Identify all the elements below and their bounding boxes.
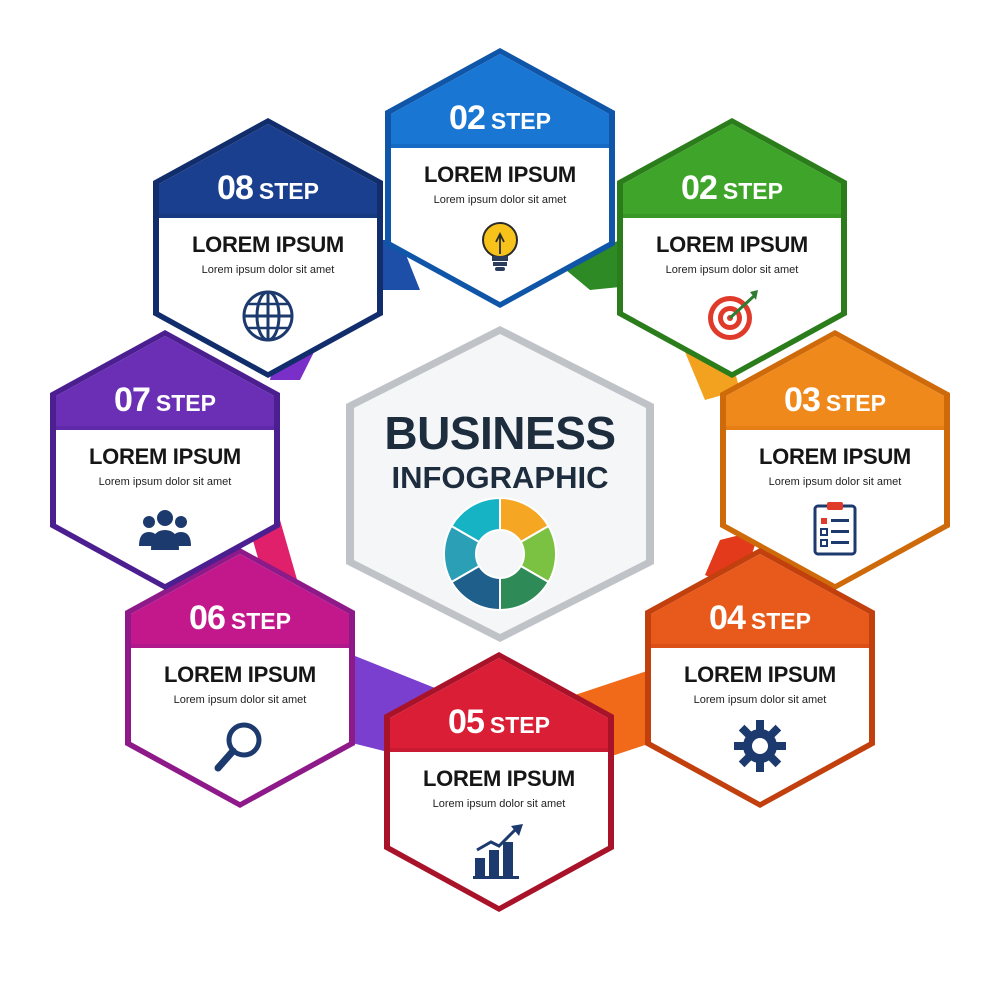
step-number: 02 [681,169,718,207]
step-word: STEP [750,608,811,634]
step-hexagon-frame [125,548,355,808]
step-hexagon-frame [384,652,614,912]
step-word: STEP [825,390,886,416]
step-hexagon-frame [617,118,847,378]
step-subtitle: Lorem ipsum dolor sit amet [173,694,307,706]
step-hexagon-frame [645,548,875,808]
step-title: LOREM IPSUM [192,232,344,257]
step-hexagon-frame [153,118,383,378]
step-word: STEP [489,712,550,738]
donut-segment [450,496,501,544]
step-subtitle: Lorem ipsum dolor sit amet [693,694,827,706]
step-hexagon-frame [720,330,950,590]
team-icon [139,510,191,550]
step-title: LOREM IPSUM [656,232,808,257]
step-word: STEP [722,178,783,204]
step-number: 08 [217,169,254,207]
step-hexagon-frame [50,330,280,590]
center-donut-icon [443,496,557,612]
step-subtitle: Lorem ipsum dolor sit amet [201,264,335,276]
step-number: 03 [784,381,821,419]
step-title: LOREM IPSUM [89,444,241,469]
lightbulb-icon [482,222,518,271]
center-hexagon-frame [346,326,654,642]
step-title: LOREM IPSUM [424,162,576,187]
magnifier-icon [214,722,262,772]
step-word: STEP [258,178,319,204]
globe-icon [242,290,294,342]
step-title: LOREM IPSUM [164,662,316,687]
center-title-business: BUSINESS [384,407,616,459]
step-number: 04 [709,599,746,637]
step-number: 02 [449,99,486,137]
step-number: 05 [448,703,485,741]
center-title-infographic: INFOGRAPHIC [391,460,609,495]
step-hexagon-frame [385,48,615,308]
gear-icon [734,720,786,772]
target-icon [708,290,758,340]
step-subtitle: Lorem ipsum dolor sit amet [768,476,902,488]
step-title: LOREM IPSUM [759,444,911,469]
step-subtitle: Lorem ipsum dolor sit amet [665,264,799,276]
center-hexagon: BUSINESS INFOGRAPHIC [340,322,660,646]
step-word: STEP [230,608,291,634]
step-word: STEP [155,390,216,416]
step-title: LOREM IPSUM [684,662,836,687]
step-title: LOREM IPSUM [423,766,575,791]
step-number: 06 [189,599,226,637]
step-subtitle: Lorem ipsum dolor sit amet [433,194,567,206]
stock-watermark: 2030311452 [8,758,38,918]
step-number: 07 [114,381,151,419]
clipboard-icon [813,502,857,556]
bar-chart-icon [473,824,523,879]
step-subtitle: Lorem ipsum dolor sit amet [98,476,232,488]
step-subtitle: Lorem ipsum dolor sit amet [432,798,566,810]
step-word: STEP [490,108,551,134]
